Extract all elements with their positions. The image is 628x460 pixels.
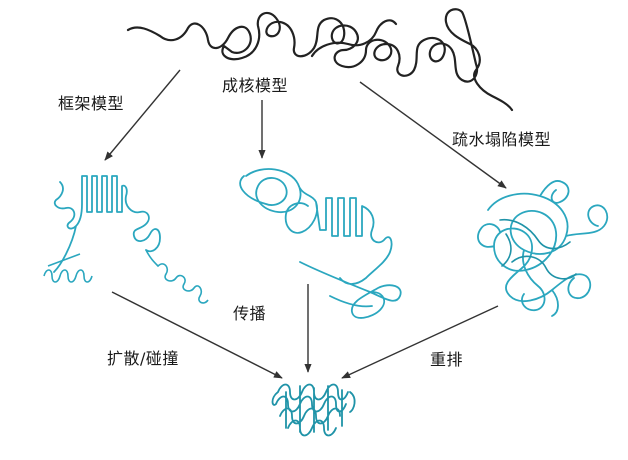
framework-intermediate-chain (53, 175, 161, 273)
label-hydrophobic-collapse-model: 疏水塌陷模型 (452, 130, 552, 149)
arrow-diffusion-collision (111, 291, 283, 379)
label-nucleation-model: 成核模型 (222, 76, 289, 95)
arrow-rearrangement (341, 305, 499, 379)
framework-helix-left (43, 253, 93, 283)
label-propagation: 传播 (233, 304, 267, 323)
nucleation-intermediate-chain (239, 168, 393, 285)
framework-helix-right (145, 249, 209, 304)
arrow-hydrophobic-collapse (359, 81, 507, 189)
nucleation-secondary-chain (299, 261, 402, 319)
collapse-intermediate-chain-inner (499, 218, 577, 280)
collapse-intermediate-chain (477, 180, 609, 317)
label-rearrangement: 重排 (430, 350, 464, 369)
unfolded-chain-branch (310, 19, 398, 58)
unfolded-chain (126, 8, 514, 112)
native-state-chain (271, 383, 356, 437)
label-diffusion-collision: 扩散/碰撞 (107, 349, 179, 368)
label-framework-model: 框架模型 (58, 94, 125, 113)
arrow-framework (104, 69, 181, 161)
